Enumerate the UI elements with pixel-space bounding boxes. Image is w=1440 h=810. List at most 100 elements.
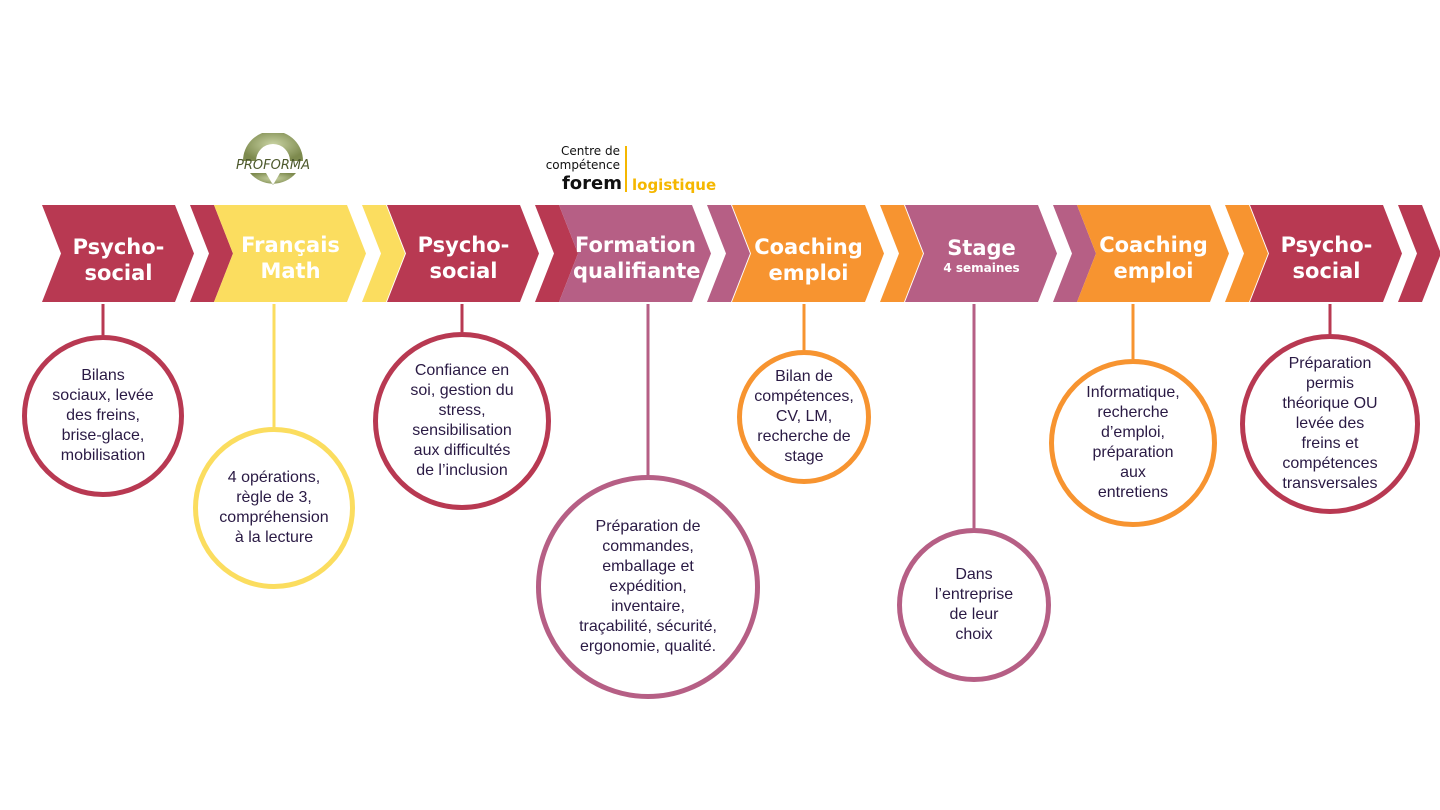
detail-line: aux difficultés [413,442,511,459]
step-title: Formation [575,233,696,257]
chevron-small-francais-math [362,205,405,302]
detail-line: 4 opérations, [227,469,321,486]
detail-line: des freins, [66,407,140,424]
detail-line: CV, LM, [775,408,833,425]
step-title: Stage [947,236,1016,260]
detail-line: compétences, [754,388,854,405]
forem-brand: forem [561,173,622,194]
detail-line: recherche de [757,428,851,445]
step-title-line-2: social [1292,259,1361,283]
detail-line: freins et [1301,435,1359,452]
detail-line: de l’inclusion [416,462,508,479]
step-title: Coaching [754,235,863,259]
forem-divider [625,146,627,192]
detail-circle-coaching-emploi-1: Bilan de compétences, CV, LM, recherche de s… [737,350,871,484]
proforma-logo-icon [243,131,303,185]
chevron-small-coaching-emploi-1 [880,205,923,302]
step-title: Coaching [1099,233,1208,257]
step-title-line-2: social [429,259,498,283]
detail-line: Confiance en [414,362,510,379]
step-title-line-2: emploi [1113,259,1194,283]
detail-line: compréhension [219,509,329,526]
chevron-psycho-social-2 [387,205,539,302]
step-title-line-2: Math [260,259,321,283]
detail-line: l’entreprise [934,586,1014,603]
proforma-wordmark: PROFORMA [236,158,310,173]
detail-text: Confiance en soi, gestion du stress, sensib… [410,361,513,481]
detail-circle-psycho-social-3: Préparation permis théorique OU levée des fr… [1240,334,1420,514]
detail-text: Préparation permis théorique OU levée des fr… [1282,354,1377,494]
step-label-psycho-social-2: Psycho-social [401,232,526,284]
forem-line-1: Centre de [561,144,620,158]
chevron-coaching-emploi-1 [732,205,884,302]
detail-line: à la lecture [234,529,314,546]
detail-line: aux [1120,464,1146,481]
forem-line-2: compétence [545,158,620,172]
detail-line: permis [1305,375,1354,392]
detail-line: transversales [1282,475,1378,492]
detail-line: commandes, [602,538,694,555]
step-label-psycho-social-3: Psycho-social [1264,232,1389,284]
chevron-small-psycho-social-1 [190,205,233,302]
detail-line: préparation [1092,444,1174,461]
detail-line: mobilisation [60,447,146,464]
chevron-small-coaching-emploi-2 [1225,205,1268,302]
step-label-psycho-social-1: Psycho-social [56,234,181,286]
chevron-psycho-social-1 [42,205,194,302]
detail-line: expédition, [609,578,687,595]
chevron-stage [905,205,1057,302]
detail-line: Informatique, [1086,384,1180,401]
detail-line: stage [784,448,824,465]
step-title-line-2: emploi [768,261,849,285]
detail-line: choix [955,626,993,643]
chevron-small-stage [1053,205,1096,302]
chevron-small-formation-qualifiante [707,205,750,302]
detail-line: recherche [1097,404,1169,421]
detail-line: stress, [438,402,486,419]
detail-line: Dans [955,566,993,583]
chevron-psycho-social-3 [1250,205,1402,302]
detail-line: sensibilisation [412,422,512,439]
step-title: Français [241,233,340,257]
chevron-coaching-emploi-2 [1077,205,1229,302]
chevron-francais-math [214,205,366,302]
chevron-small-psycho-social-2 [535,205,578,302]
detail-line: théorique OU [1282,395,1378,412]
detail-line: Préparation [1288,355,1372,372]
detail-line: emballage et [602,558,694,575]
chevron-small-psycho-social-3 [1398,205,1440,302]
detail-text: Bilan de compétences, CV, LM, recherche de s… [754,367,854,467]
detail-line: inventaire, [611,598,685,615]
step-subtitle: 4 semaines [943,261,1020,275]
step-title: Psycho- [72,235,165,259]
step-title: Psycho- [417,233,510,257]
step-title: Psycho- [1280,233,1373,257]
detail-line: Bilan de [775,368,833,385]
detail-line: soi, gestion du [410,382,514,399]
chevron-formation-qualifiante [559,205,711,302]
detail-line: traçabilité, sécurité, [579,618,717,635]
detail-circle-psycho-social-2: Confiance en soi, gestion du stress, sensib… [373,332,551,510]
step-title-line-2: qualifiante [573,259,701,283]
forem-logo: Centre de compétence forem logistique [545,144,728,196]
detail-line: ergonomie, qualité. [579,638,717,655]
step-title-line-2: social [84,261,153,285]
detail-line: brise-glace, [61,427,145,444]
proforma-logo: PROFORMA [228,131,318,193]
detail-line: levée des [1295,415,1365,432]
